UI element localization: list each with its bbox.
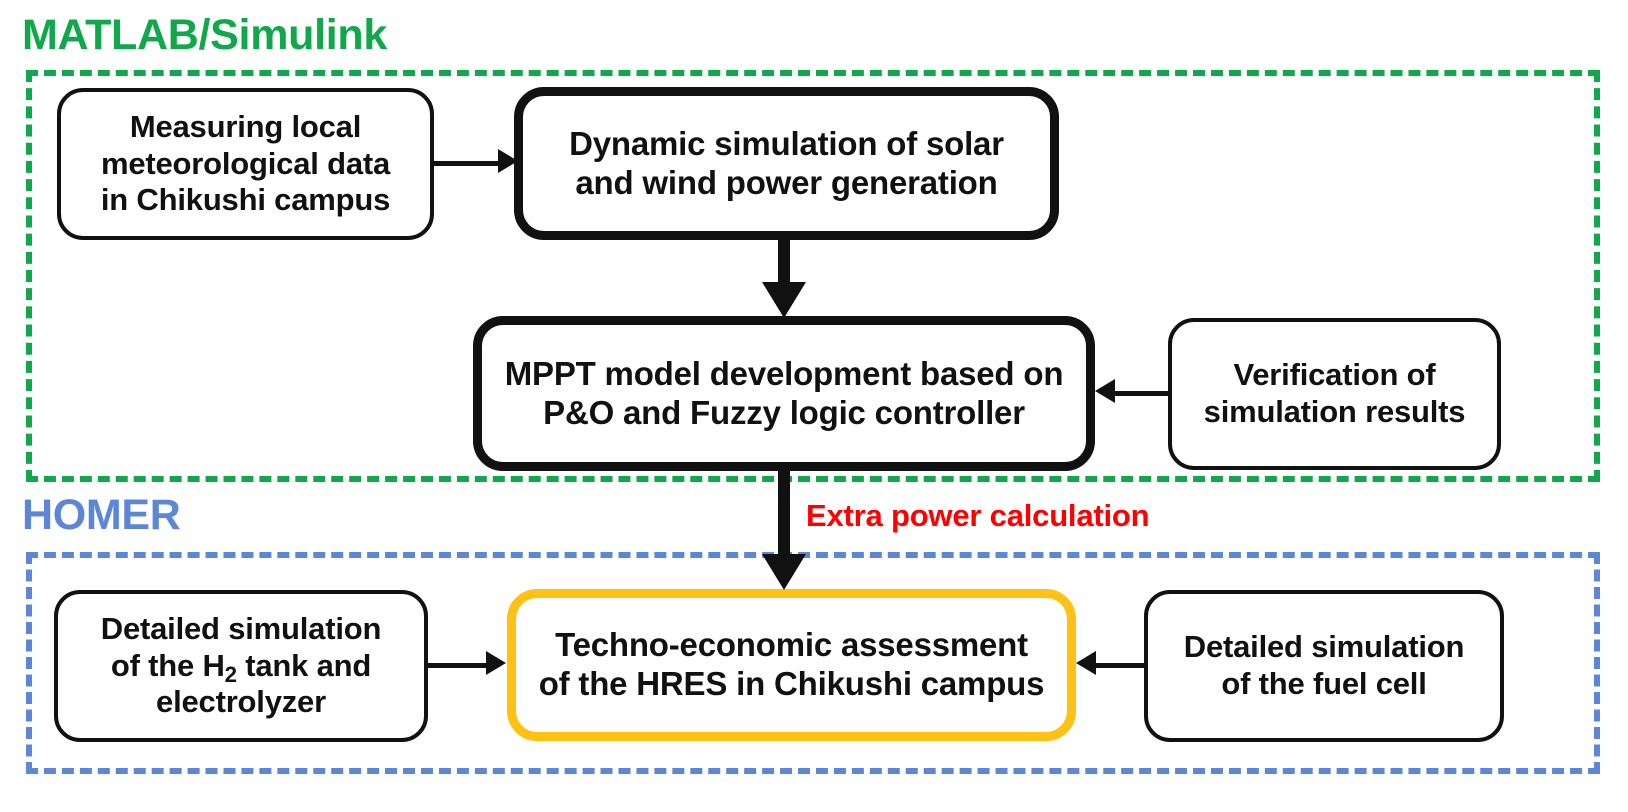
node-dynamic-line1: Dynamic simulation of solar	[569, 124, 1004, 162]
node-h2-line2-post: tank and	[236, 647, 372, 683]
node-mppt-line1: MPPT model development based on	[504, 354, 1064, 392]
node-h2-tank-electrolyzer-simulation[interactable]: Detailed simulation of the H2 tank and e…	[54, 590, 428, 742]
annotation-extra-power-calculation: Extra power calculation	[806, 498, 1150, 533]
group-box-matlab	[26, 70, 1600, 482]
node-fuel-line2: of the fuel cell	[1221, 666, 1427, 701]
arrow-verify-to-mppt-head	[1095, 379, 1115, 403]
arrow-meteo-to-dynamic-stem	[434, 161, 500, 166]
node-h2-line2: of the H2 tank and	[110, 647, 372, 687]
arrow-fuel-to-techno-stem	[1094, 663, 1146, 668]
node-fuel-line1: Detailed simulation	[1183, 629, 1465, 665]
arrow-meteo-to-dynamic-head	[498, 149, 518, 173]
node-fuel-cell-simulation[interactable]: Detailed simulation of the fuel cell	[1144, 590, 1504, 742]
node-measuring-meteorological-data[interactable]: Measuring local meteorological data in C…	[57, 88, 434, 240]
node-dynamic-line2: and wind power generation	[575, 163, 998, 201]
node-h2-line1: Detailed simulation	[100, 611, 382, 647]
arrow-mppt-to-techno-stem	[778, 470, 790, 570]
group-label-matlab: MATLAB/Simulink	[22, 11, 387, 59]
arrow-h2-to-techno-head	[486, 651, 506, 675]
node-meteo-line1: Measuring local	[129, 109, 362, 145]
node-techno-economic-assessment[interactable]: Techno-economic assessment of the HRES i…	[507, 589, 1076, 741]
arrow-dynamic-to-mppt-stem	[778, 240, 790, 288]
arrow-verify-to-mppt-stem	[1114, 391, 1170, 396]
node-meteo-line3: in Chikushi campus	[100, 182, 391, 218]
node-h2-line3: electrolyzer	[156, 684, 326, 720]
node-meteo-line2: meteorological data	[100, 145, 391, 181]
arrow-h2-to-techno-stem	[428, 663, 488, 668]
node-techno-line1: Techno-economic assessment	[555, 626, 1028, 664]
node-mppt-line2: P&O and Fuzzy logic controller	[543, 393, 1025, 431]
arrow-mppt-to-techno-head	[762, 554, 806, 590]
node-h2-subscript: 2	[224, 661, 237, 687]
arrow-dynamic-to-mppt-head	[762, 282, 806, 318]
node-h2-line2-pre: of the H	[110, 647, 225, 683]
group-box-homer	[26, 552, 1600, 774]
node-verify-line2: simulation results	[1203, 394, 1466, 429]
node-verification-of-simulation-results[interactable]: Verification of simulation results	[1168, 318, 1501, 470]
node-verify-line1: Verification of	[1233, 357, 1436, 393]
node-mppt-model-development[interactable]: MPPT model development based on P&O and …	[473, 316, 1095, 471]
node-dynamic-simulation[interactable]: Dynamic simulation of solar and wind pow…	[514, 87, 1059, 240]
node-techno-line2: of the HRES in Chikushi campus	[538, 665, 1045, 702]
arrow-fuel-to-techno-head	[1076, 651, 1096, 675]
group-label-homer: HOMER	[22, 491, 181, 539]
